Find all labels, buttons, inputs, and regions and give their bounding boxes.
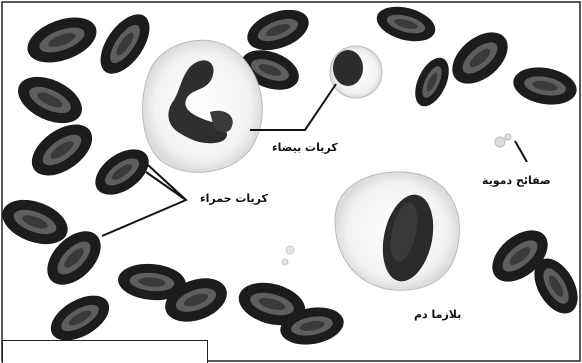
- label-platelets: صفائح دموية: [482, 174, 551, 187]
- label-plasma: بلازما دم: [414, 308, 461, 321]
- white-blood-cell: [143, 40, 263, 172]
- label-white-cells: كريات بيضاء: [272, 141, 338, 154]
- lymphocyte-cell: [330, 46, 382, 98]
- label-red-cells: كريات حمراء: [200, 192, 268, 205]
- caption-box: [2, 340, 208, 363]
